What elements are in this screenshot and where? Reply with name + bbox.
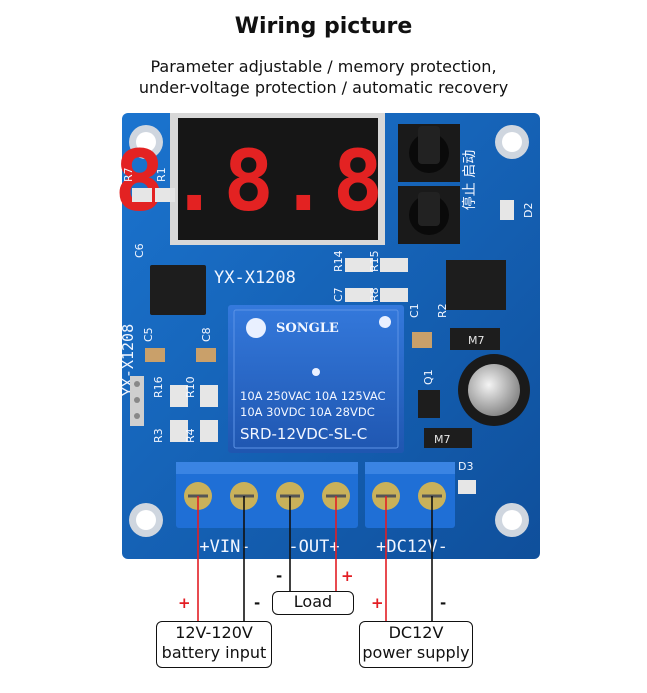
subtitle-line1: Parameter adjustable / memory protection… bbox=[150, 57, 497, 76]
relay-model: SRD-12VDC-SL-C bbox=[240, 425, 367, 443]
button-labels: 停止 启动 bbox=[461, 150, 478, 210]
header-pins bbox=[130, 376, 144, 426]
wires bbox=[197, 496, 433, 622]
page-title: Wiring picture bbox=[234, 14, 413, 39]
relay-spec-line2: 10A 30VDC 10A 28VDC bbox=[240, 405, 375, 419]
ic-chip bbox=[150, 265, 206, 315]
label-r4: R4 bbox=[184, 428, 197, 443]
power-minus-sign: - bbox=[440, 594, 447, 612]
label-r16: R16 bbox=[152, 376, 165, 398]
label-r14: R14 bbox=[332, 250, 345, 272]
terminal-label-vin: +VIN- bbox=[199, 537, 250, 557]
label-d3: D3 bbox=[458, 460, 473, 473]
relay-brand: SONGLE bbox=[276, 321, 339, 336]
label-r2: R2 bbox=[436, 303, 449, 318]
power-plus-sign: + bbox=[371, 594, 384, 612]
label-c7: C7 bbox=[332, 287, 345, 302]
terminal-block-left bbox=[176, 462, 358, 528]
battery-input-label: battery input bbox=[161, 643, 267, 662]
label-c5: C5 bbox=[142, 327, 155, 342]
load-minus-sign: - bbox=[276, 567, 283, 585]
display-digits: 8.8.8. bbox=[114, 132, 441, 230]
battery-input-callout: 12V-120V battery input bbox=[156, 621, 272, 668]
mounting-hole bbox=[495, 503, 529, 537]
subtitle-line2: under-voltage protection / automatic rec… bbox=[138, 78, 509, 97]
model-label: YX-X1208 bbox=[214, 268, 296, 288]
label-r1: R1 bbox=[155, 167, 168, 182]
terminal-label-dc12v: +DC12V- bbox=[376, 537, 448, 557]
label-m7a: M7 bbox=[468, 334, 485, 347]
seven-segment-display: 8.8.8. bbox=[114, 113, 441, 245]
button-start bbox=[398, 186, 460, 244]
power-supply-label: power supply bbox=[362, 643, 470, 662]
label-r10: R10 bbox=[184, 376, 197, 398]
terminal-label-out: -OUT+ bbox=[288, 537, 339, 557]
mounting-hole bbox=[129, 503, 163, 537]
label-r8: R8 bbox=[368, 287, 381, 302]
power-supply-callout: DC12V power supply bbox=[359, 621, 473, 668]
button-stop bbox=[398, 124, 460, 182]
battery-plus-sign: + bbox=[178, 594, 191, 612]
mounting-hole bbox=[495, 125, 529, 159]
relay: SONGLE 10A 250VAC 10A 125VAC 10A 30VDC 1… bbox=[228, 305, 404, 453]
label-r3: R3 bbox=[152, 428, 165, 443]
capacitor bbox=[458, 354, 530, 426]
label-c1: C1 bbox=[408, 303, 421, 318]
label-d2: D2 bbox=[522, 203, 535, 218]
label-q1: Q1 bbox=[422, 369, 435, 385]
label-m7b: M7 bbox=[434, 433, 451, 446]
mounting-hole bbox=[129, 125, 163, 159]
battery-voltage-label: 12V-120V bbox=[175, 623, 253, 642]
label-c8: C8 bbox=[200, 327, 213, 342]
label-r15: R15 bbox=[368, 250, 381, 272]
label-c6: C6 bbox=[133, 243, 146, 258]
load-label: Load bbox=[293, 592, 333, 611]
label-r7: R7 bbox=[122, 167, 135, 182]
smd-components bbox=[132, 188, 514, 494]
load-callout: Load bbox=[272, 591, 354, 615]
relay-spec-line1: 10A 250VAC 10A 125VAC bbox=[240, 389, 386, 403]
battery-minus-sign: - bbox=[254, 594, 261, 612]
load-plus-sign: + bbox=[341, 567, 354, 585]
power-voltage-label: DC12V bbox=[388, 623, 444, 642]
